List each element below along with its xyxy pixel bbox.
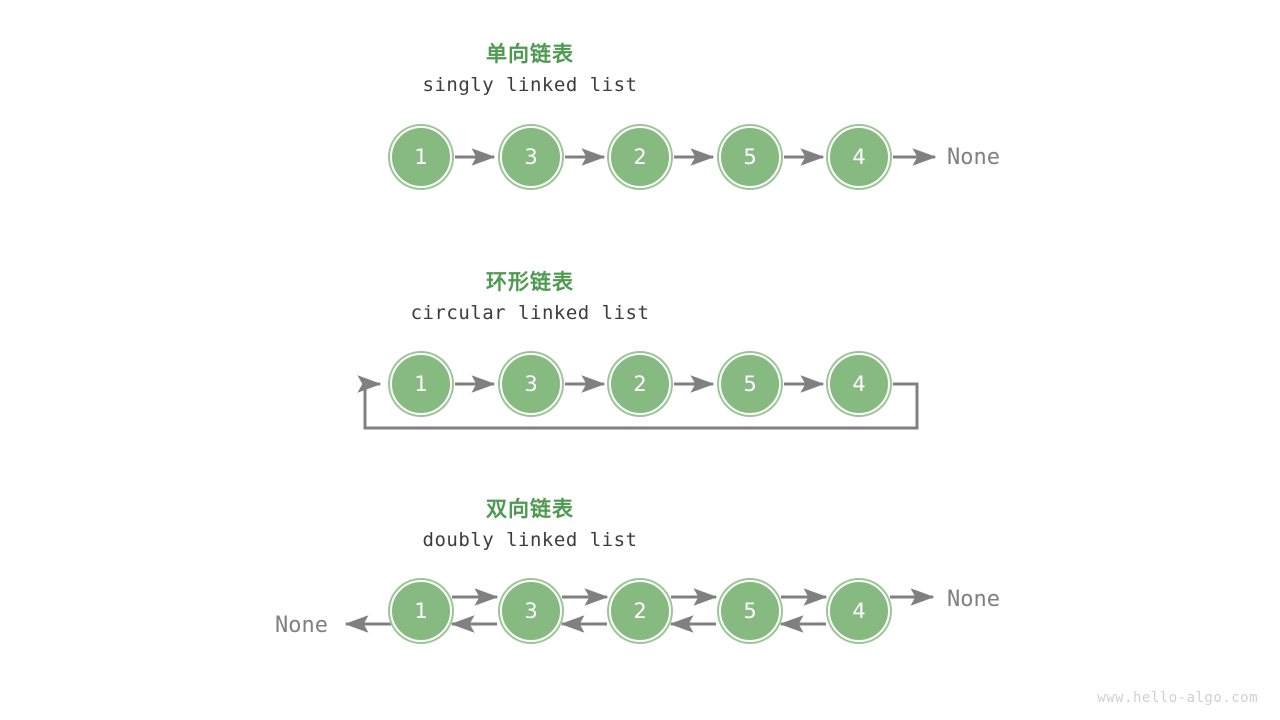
list-node: 1 [390,126,452,188]
list-node: 4 [828,353,890,415]
list-node: 4 [828,580,890,642]
section-title-cn-circular: 环形链表 [486,270,574,294]
list-node: 1 [390,353,452,415]
list-node: 1 [390,580,452,642]
tail-none-label-doubly: None [947,587,1000,612]
list-node: 2 [609,353,671,415]
section-title-cn-singly: 单向链表 [486,42,574,66]
section-title-en-circular: circular linked list [410,302,650,324]
list-node: 5 [719,580,781,642]
tail-none-label-singly: None [947,145,1000,170]
watermark: www.hello-algo.com [1097,690,1258,706]
list-node: 2 [609,126,671,188]
list-node: 5 [719,126,781,188]
section-title-cn-doubly: 双向链表 [486,497,574,521]
head-none-label-doubly: None [275,613,328,638]
list-node: 3 [500,126,562,188]
section-title-en-doubly: doubly linked list [422,529,638,551]
section-title-en-singly: singly linked list [422,74,638,96]
list-node: 4 [828,126,890,188]
list-node: 3 [500,580,562,642]
list-node: 2 [609,580,671,642]
list-node: 3 [500,353,562,415]
list-node: 5 [719,353,781,415]
